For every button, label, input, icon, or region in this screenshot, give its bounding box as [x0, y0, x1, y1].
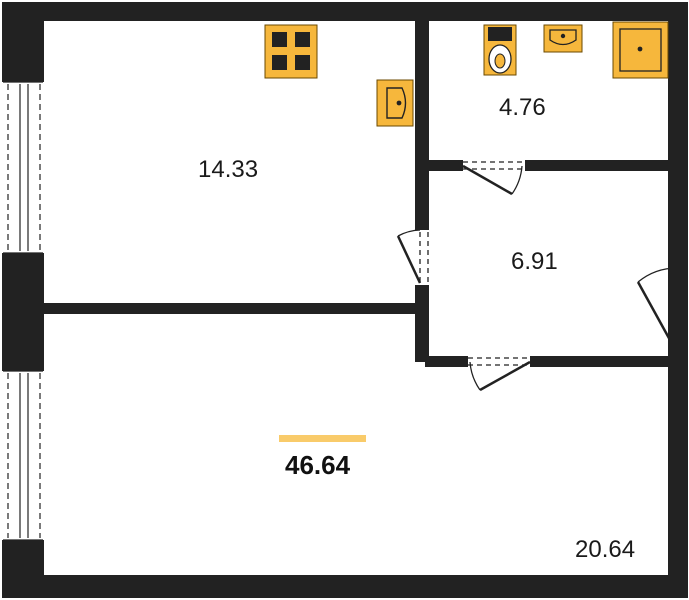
total-area-accent-bar: [279, 435, 366, 442]
window-lower: [3, 370, 43, 541]
door-bathroom[interactable]: [462, 161, 525, 196]
interior-walls: [44, 20, 670, 367]
bathroom-area-label: 4.76: [499, 94, 546, 121]
wall-bottom: [2, 575, 688, 598]
window-upper: [3, 81, 43, 254]
hall-area-label: 6.91: [511, 248, 558, 275]
door-kitchen[interactable]: [396, 229, 429, 284]
total-area-label: 46.64: [285, 450, 351, 480]
wall-kitchen-living: [44, 303, 422, 314]
wall-vertical-upper: [415, 20, 429, 230]
wall-bath-hall-right: [525, 160, 670, 171]
wall-right: [668, 2, 688, 598]
washbasin-icon: [543, 24, 583, 53]
wall-bath-hall-left: [425, 160, 463, 171]
wall-vertical-lower: [415, 285, 429, 362]
kitchen-sink-icon: [376, 79, 414, 127]
door-living[interactable]: [468, 357, 531, 392]
shower-tray-icon: [612, 21, 669, 79]
door-entrance[interactable]: [636, 267, 680, 345]
wall-left-middle: [2, 253, 44, 371]
wall-hall-living-right: [530, 356, 670, 367]
living-area-label: 20.64: [575, 536, 636, 563]
wall-left-bottom: [2, 540, 44, 598]
wall-top: [2, 2, 688, 21]
stove-icon: [264, 24, 318, 79]
wall-left-top: [2, 2, 44, 82]
kitchen-area-label: 14.33: [198, 156, 259, 183]
wall-hall-living-left: [425, 356, 468, 367]
toilet-icon: [483, 24, 517, 76]
